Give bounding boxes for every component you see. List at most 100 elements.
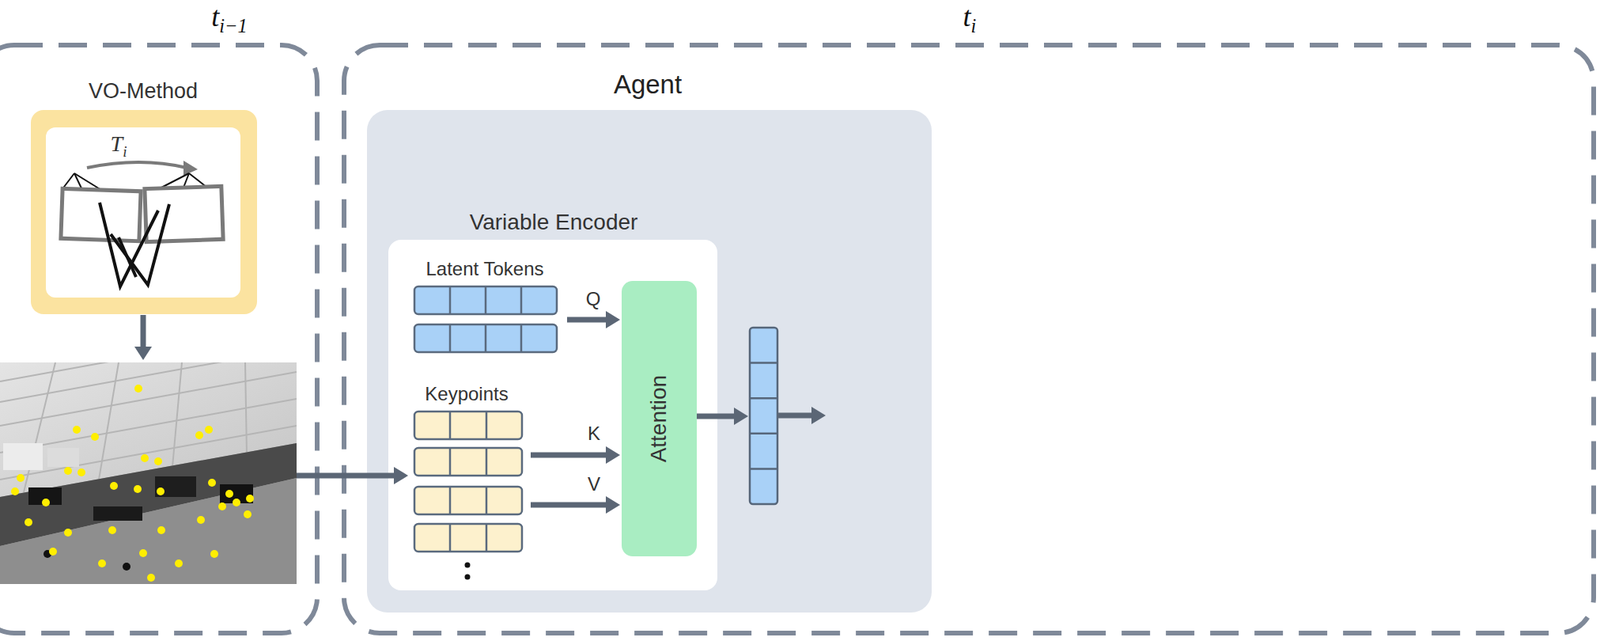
keypoint-row — [414, 486, 522, 515]
vector-divider — [749, 397, 778, 400]
keypoint — [139, 548, 148, 557]
node-label: ti−1 — [211, 0, 248, 38]
photo-floor — [0, 477, 297, 584]
node-label: Agent — [613, 69, 682, 100]
row-divider — [485, 411, 488, 439]
dashed-border — [0, 45, 318, 633]
keypoint — [11, 487, 19, 496]
text-subscript: i−1 — [219, 15, 248, 37]
token-divider — [520, 324, 523, 352]
query-arrow — [567, 317, 608, 323]
value-arrow — [530, 502, 608, 508]
photo-desks — [0, 442, 297, 546]
keypoint — [245, 494, 254, 503]
row-divider — [485, 523, 488, 552]
keypoint — [243, 510, 252, 519]
ceiling-grid — [0, 398, 297, 453]
token-divider — [484, 286, 488, 314]
row-divider — [449, 411, 452, 439]
floor-spot — [43, 549, 52, 558]
photo-ground — [0, 362, 297, 584]
keypoint — [156, 487, 165, 496]
keypoint — [210, 549, 219, 558]
ceiling-grid — [23, 362, 56, 492]
keypoint — [157, 525, 166, 534]
node-label: ti — [963, 0, 977, 38]
token-row — [414, 324, 557, 352]
keypoint-row — [414, 523, 522, 552]
time-step-region: ti−1VO-Method — [0, 42, 320, 636]
keypoint — [134, 384, 143, 393]
arrowhead — [811, 406, 826, 424]
input-label: Q — [586, 287, 602, 311]
row-divider — [449, 486, 452, 515]
photo-shelf — [3, 442, 43, 470]
keypoint — [77, 468, 86, 477]
row-divider — [485, 486, 488, 515]
camera-frame — [144, 185, 224, 242]
keypoint — [133, 484, 142, 493]
token-row — [414, 286, 557, 314]
text-main: t — [211, 0, 220, 33]
camera-ray — [161, 173, 190, 188]
pose-arrowhead — [183, 160, 198, 176]
node-label: Variable Encoder — [469, 209, 639, 235]
photo-object — [93, 506, 143, 521]
vector-divider — [749, 432, 778, 435]
photo-ceiling — [0, 362, 297, 497]
token-divider — [449, 324, 452, 352]
keypoint — [64, 466, 72, 475]
keypoint-row — [414, 411, 522, 439]
vector-divider — [749, 361, 778, 364]
arrowhead — [605, 446, 621, 464]
keypoint — [174, 559, 183, 568]
arrowhead — [605, 495, 621, 514]
agent-panel: AgentVariable EncoderAttention — [366, 109, 932, 613]
dashed-border — [344, 45, 1594, 633]
input-label: V — [587, 472, 601, 496]
pose-arc — [86, 162, 187, 168]
keypoint — [109, 481, 118, 490]
text-main: t — [963, 0, 972, 33]
camera-ray — [74, 173, 83, 190]
vector-body — [749, 327, 778, 504]
input-label: K — [587, 422, 601, 445]
camera-frame — [60, 188, 141, 241]
flow-arrow — [296, 472, 396, 479]
token-divider — [484, 324, 488, 352]
floor-spot — [122, 562, 131, 571]
output-arrow — [777, 412, 814, 419]
token-divider — [520, 286, 523, 314]
camera-ray — [189, 173, 208, 188]
keypoint — [225, 489, 234, 498]
keypoint-rows — [414, 411, 522, 552]
ellipsis-dot — [465, 574, 471, 580]
output-vector — [749, 327, 778, 504]
camera-ray — [74, 173, 102, 190]
keypoint-photo — [0, 362, 297, 584]
vo-method-box: VO-Method — [30, 109, 258, 314]
camera-ray — [183, 173, 190, 188]
ceiling-grid — [0, 362, 297, 382]
keypoint — [140, 453, 149, 462]
keypoint — [154, 457, 163, 466]
photo-object — [155, 476, 197, 497]
keypoint — [196, 515, 205, 524]
photo-shelf — [47, 447, 80, 467]
keypoint — [72, 425, 81, 434]
camera-ray — [61, 173, 75, 190]
text-main: T — [110, 131, 124, 156]
keypoint — [49, 547, 57, 556]
text-subscript: i — [122, 142, 127, 159]
keypoint — [16, 473, 25, 482]
row-divider — [449, 523, 452, 552]
row-divider — [485, 447, 488, 476]
key-arrow — [530, 452, 608, 458]
row-divider — [449, 447, 452, 476]
keypoint — [195, 431, 204, 439]
ceiling-grid — [98, 362, 119, 480]
flow-arrow — [696, 413, 736, 420]
match-lines — [99, 202, 159, 287]
ceiling-grid — [172, 362, 182, 467]
